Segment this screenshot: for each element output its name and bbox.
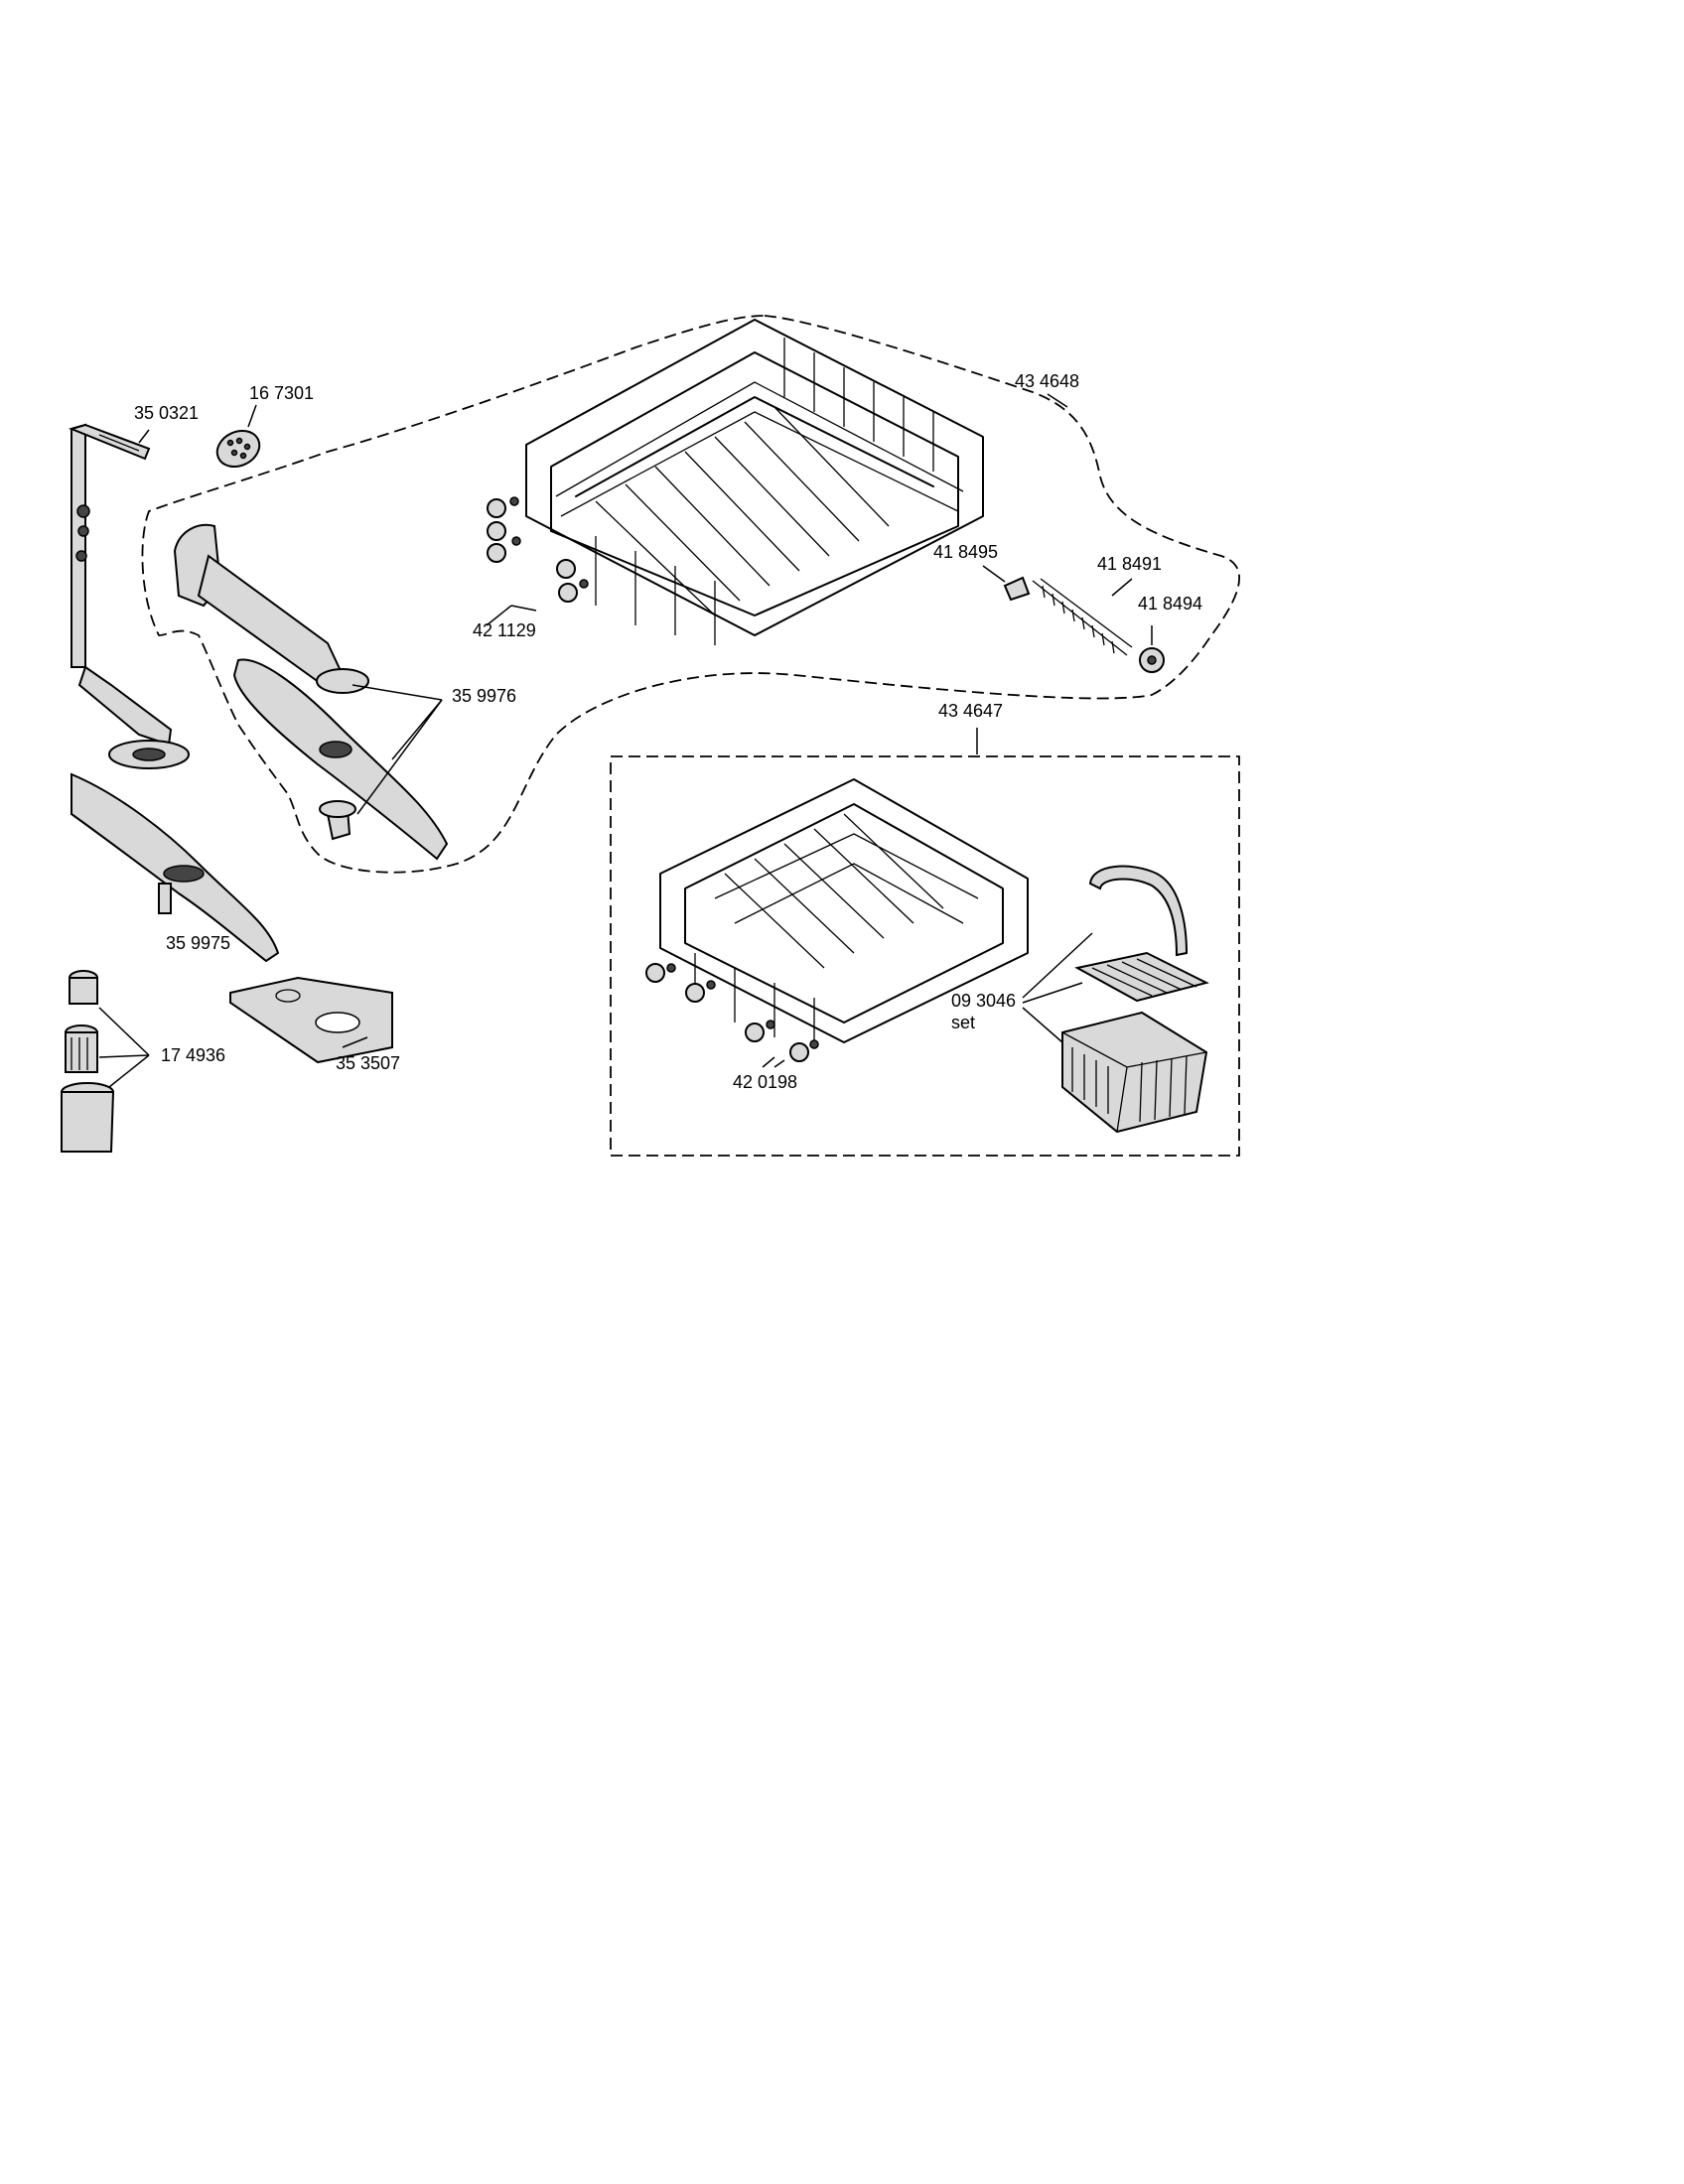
part-label-093046: 09 3046 [951,991,1016,1011]
cutlery-basket-drawing [1061,865,1209,1134]
upper-spray-arm-drawing [173,523,449,861]
leader-lines [98,393,1153,1088]
part-label-359976: 35 9976 [452,686,516,706]
part-label-418494: 41 8494 [1138,594,1202,614]
part-label-174936: 17 4936 [161,1045,225,1065]
rack-rail-drawing [1003,576,1165,673]
part-label-167301: 16 7301 [249,383,314,403]
upper-assembly-dashed-outline [141,315,1240,874]
upper-rack-drawing [487,319,984,645]
part-label-418495: 41 8495 [933,542,998,562]
part-label-359975: 35 9975 [166,933,230,953]
part-label-434647: 43 4647 [938,701,1003,721]
part-label-421129: 42 1129 [473,620,536,640]
flat-filter-drawing [229,976,393,1064]
lower-rack-drawing [645,778,1029,1062]
supply-pipe-drawing [68,423,190,769]
part-label-418491: 41 8491 [1097,554,1162,574]
part-label-434648: 43 4648 [1015,371,1079,391]
spray-nozzle-drawing [215,430,261,468]
lower-assembly-dashed-box [610,755,1240,1157]
part-label-350321: 35 0321 [134,403,199,423]
part-label-353507: 35 3507 [336,1053,400,1073]
part-label-420198: 42 0198 [733,1072,797,1092]
part-label-093046-note: set [951,1013,975,1032]
lower-spray-arm-drawing [70,772,280,963]
filter-set-drawing [61,970,115,1153]
